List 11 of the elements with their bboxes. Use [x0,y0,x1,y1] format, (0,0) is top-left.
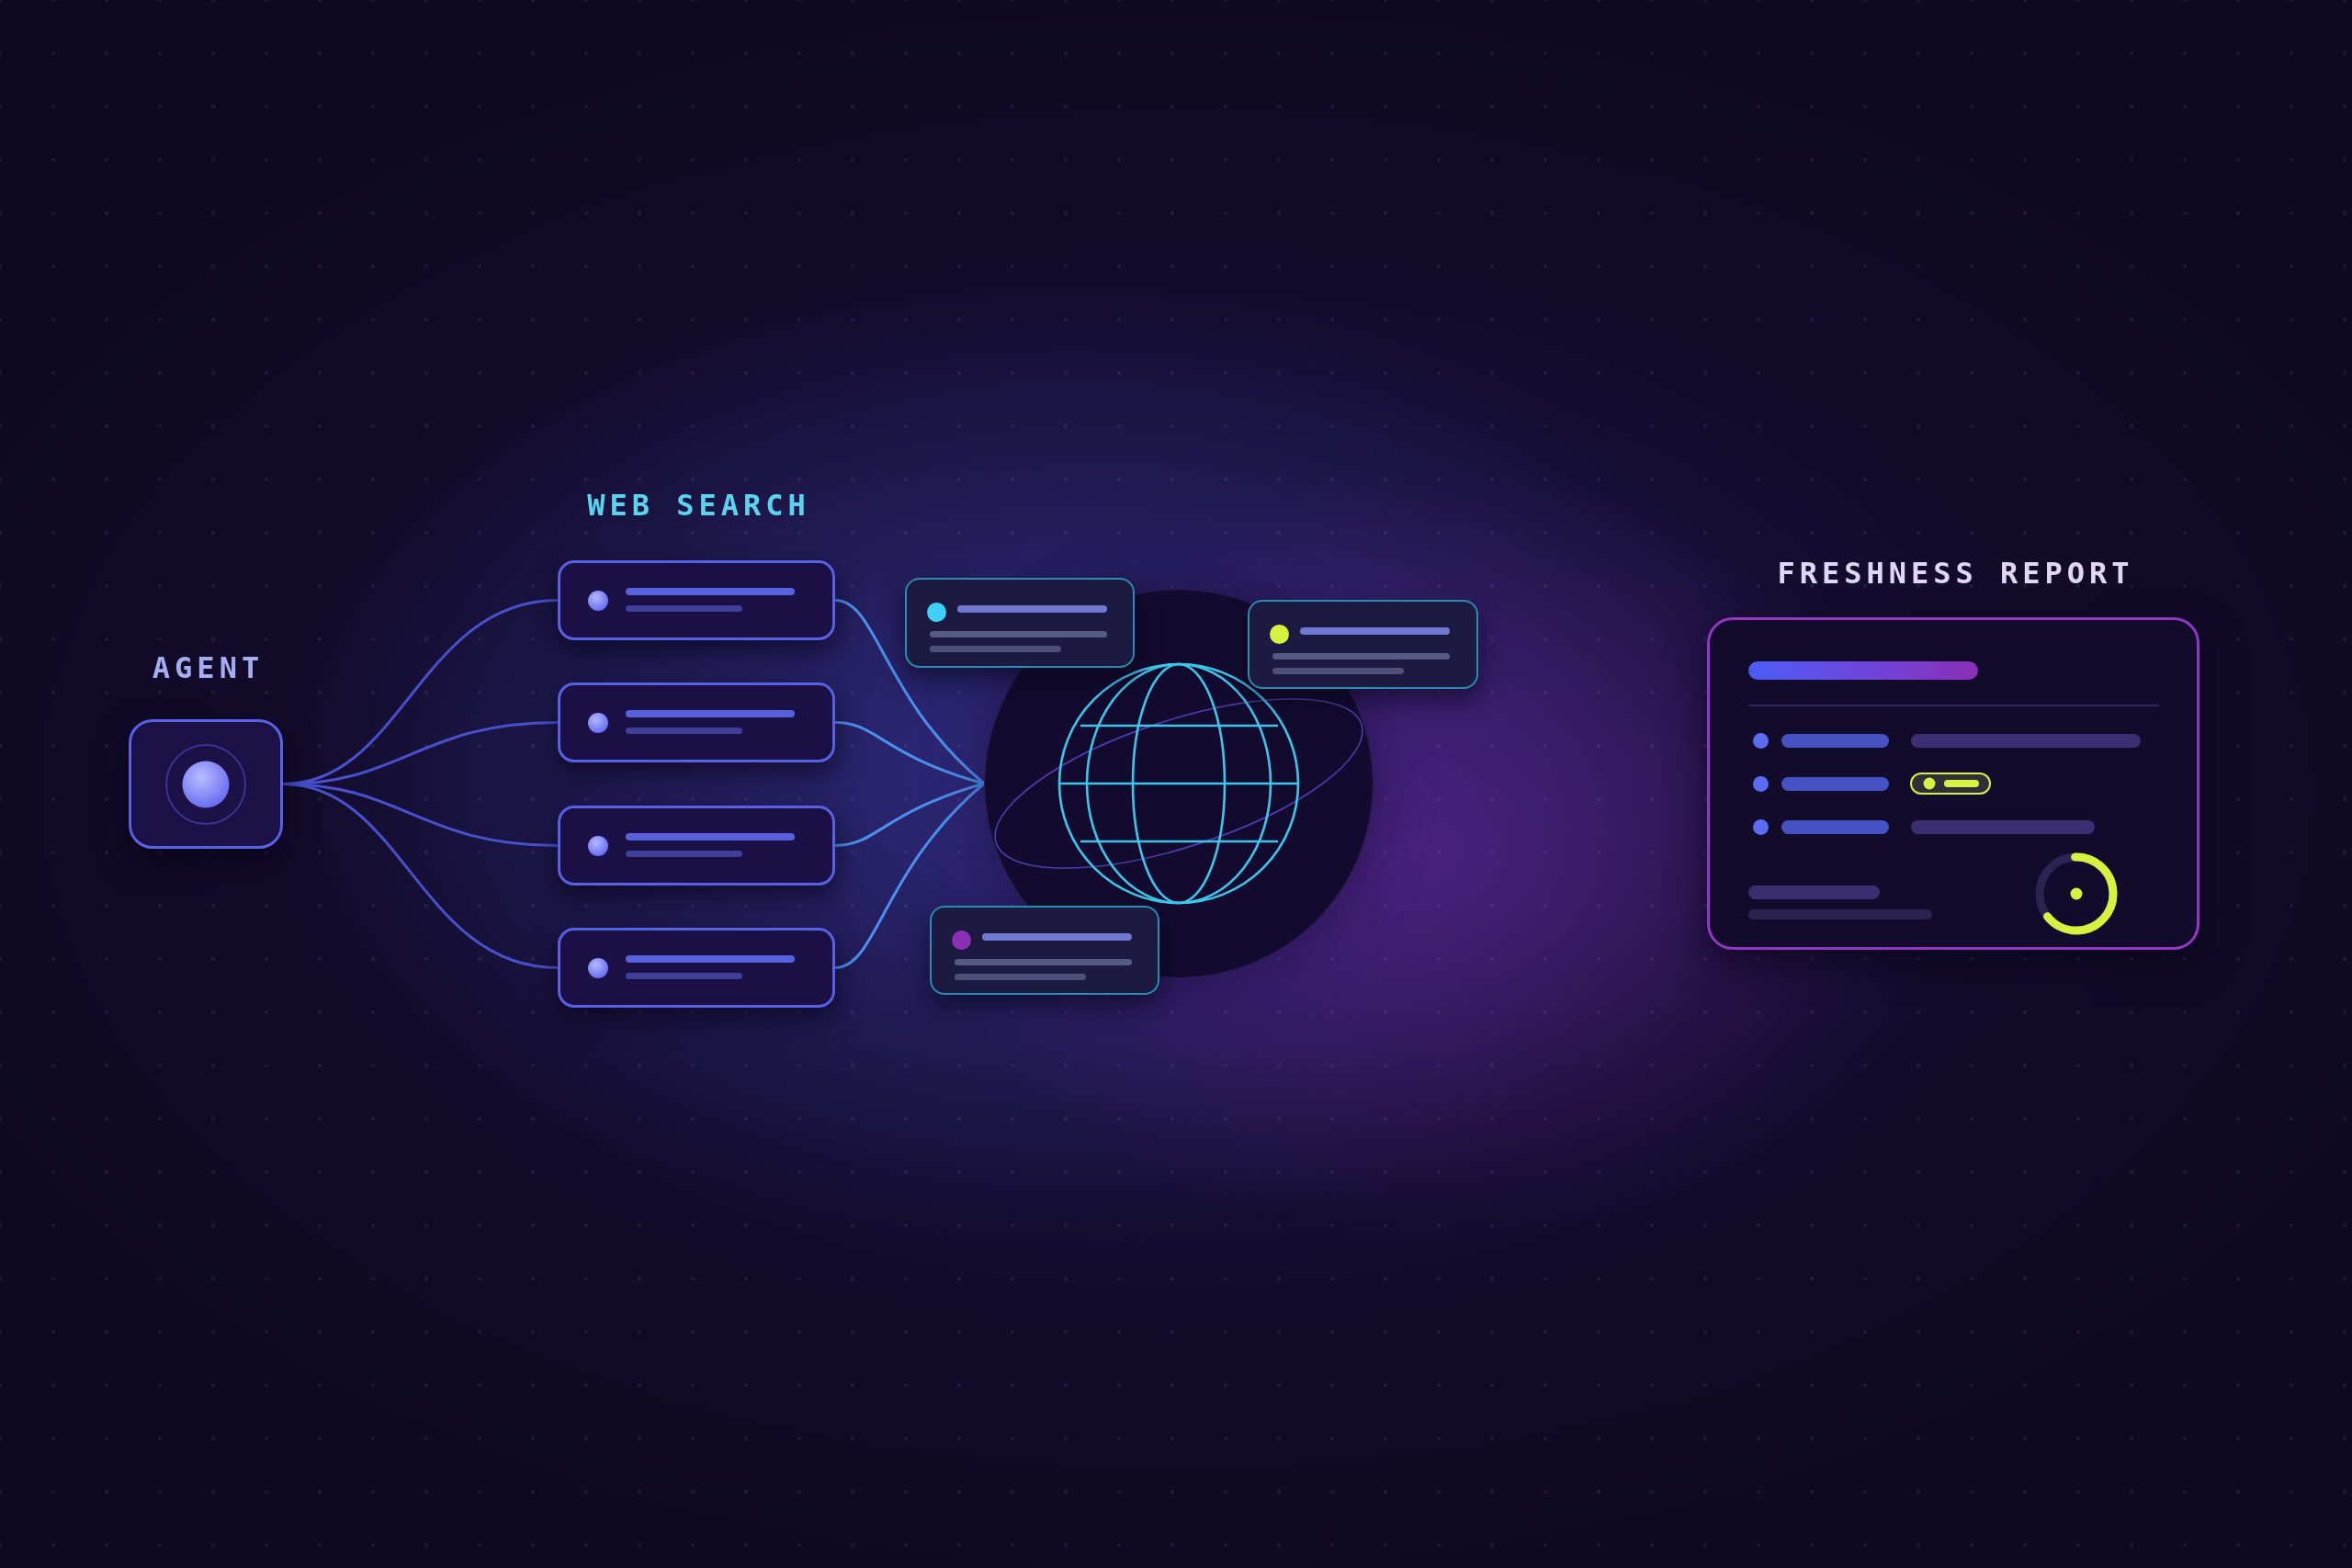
node-heading: FRESHNESS REPORT [1776,556,2134,591]
search-result-box [558,682,835,762]
result-card [905,578,1135,668]
connector-line [281,783,560,969]
section-label: WEB SEARCH [586,488,810,523]
search-result-box [558,928,835,1008]
search-result-box [558,560,835,640]
search-result-box [558,806,835,886]
result-card [930,906,1159,995]
node-heading: AGENT [151,650,265,685]
result-card [1248,600,1478,689]
